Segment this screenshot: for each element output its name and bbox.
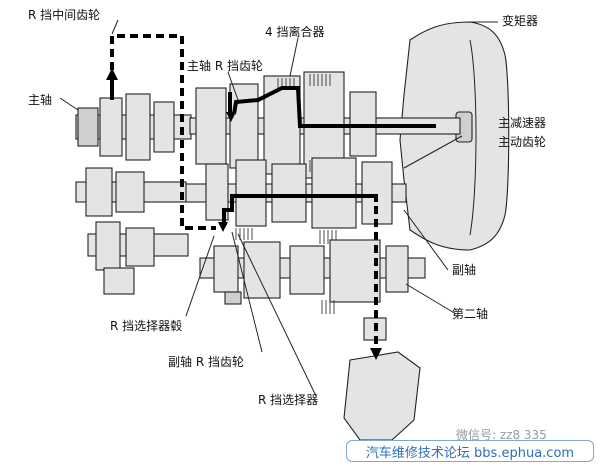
arrow-icon — [370, 348, 382, 360]
label-main-r-gear: 主轴 R 挡齿轮 — [187, 58, 263, 73]
label-main-shaft: 主轴 — [28, 92, 52, 107]
wechat-watermark: 微信号: zz8 335 — [456, 428, 547, 442]
label-r-selector: R 挡选择器 — [258, 393, 318, 407]
differential — [343, 317, 421, 441]
label-second-shaft: 第二轴 — [452, 306, 488, 321]
label-torque-converter: 变矩器 — [502, 13, 538, 28]
label-countershaft: 副轴 — [452, 262, 476, 277]
label-r-idler-gear: R 挡中间齿轮 — [28, 7, 100, 22]
label-fourth-clutch: 4 挡离合器 — [265, 24, 324, 39]
power-flow-dashed — [110, 34, 378, 346]
forum-watermark: 汽车维修技术论坛 bbs.ephua.com — [346, 440, 594, 462]
power-flow-path — [110, 78, 436, 226]
main-shaft — [75, 71, 461, 179]
leader-lines — [59, 19, 498, 397]
arrow-icon — [226, 112, 236, 122]
torque-converter — [399, 21, 510, 251]
arrow-icon — [218, 222, 228, 232]
label-final-drive-gear: 主减速器 — [498, 116, 546, 130]
label-final-drive-gear-2: 主动齿轮 — [498, 135, 546, 149]
label-r-selector-hub: R 挡选择器毂 — [110, 319, 182, 333]
arrow-icon — [106, 68, 118, 80]
label-countershaft-r-gear: 副轴 R 挡齿轮 — [168, 354, 244, 369]
